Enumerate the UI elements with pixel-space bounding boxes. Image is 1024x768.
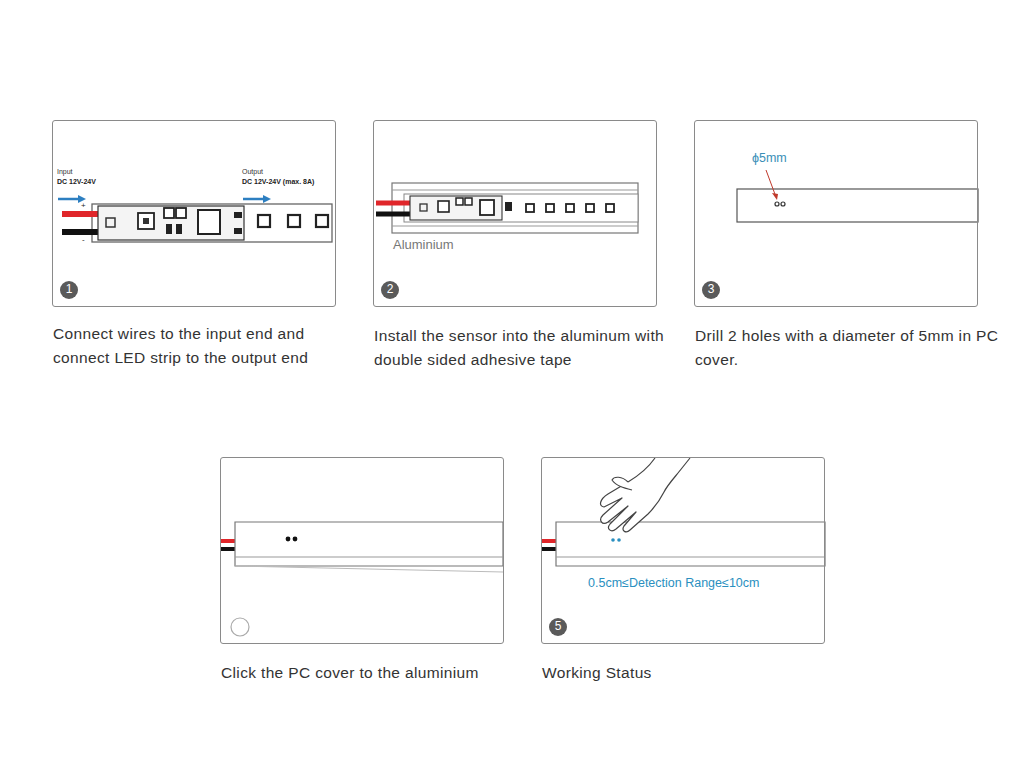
callout-number: 3 [702, 281, 720, 299]
pc-cover [737, 170, 978, 222]
voltage-rating: DC 12V-24V (max. 8A) [242, 178, 314, 186]
voltage-rating: DC 12V-24V [57, 178, 96, 186]
assembled-profile [221, 522, 503, 572]
step-marker [231, 618, 249, 636]
working-profile [542, 522, 825, 566]
step-panel: Connect wires to the input end and conne… [52, 120, 336, 307]
pin-name: + [81, 202, 86, 211]
step-panel: Install the sensor into the aluminum wit… [373, 120, 657, 307]
led-strip-with-sensor [58, 195, 332, 242]
detection-range: 0.5cm≤Detection Range≤10cm [588, 577, 759, 591]
step-caption: Connect wires to the input end and conne… [53, 322, 363, 370]
hand [601, 458, 690, 532]
step-caption: Click the PC cover to the aluminium [221, 661, 531, 685]
step-panel: Working Status [541, 457, 825, 644]
step-panel: Click the PC cover to the aluminium [220, 457, 504, 644]
step-caption: Working Status [542, 661, 852, 685]
callout-number: 5 [549, 618, 567, 636]
part-name: Aluminium [393, 238, 454, 252]
signal-name: Input [57, 168, 73, 176]
signal-name: Output [242, 168, 263, 176]
callout-number: 2 [381, 281, 399, 299]
step-caption: Install the sensor into the aluminum wit… [374, 324, 684, 372]
callout-number: 1 [60, 281, 78, 299]
aluminium-profile-with-sensor [376, 183, 638, 233]
step-panel: Drill 2 holes with a diameter of 5mm in … [694, 120, 978, 307]
pin-name: - [82, 236, 85, 245]
dimension: ϕ5mm [752, 152, 787, 166]
step-caption: Drill 2 holes with a diameter of 5mm in … [695, 324, 1000, 372]
